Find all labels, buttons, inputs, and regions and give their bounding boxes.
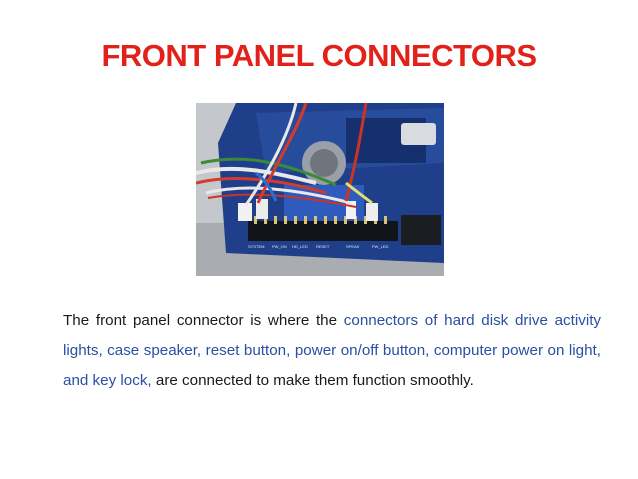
motherboard-photo: SYSTEM PW_ON HD_LED RESET SPEAK PW_LED <box>196 103 444 276</box>
slide-body-text: The front panel connector is where the c… <box>63 306 601 396</box>
body-text-part1: The front panel connector is where the <box>63 312 344 329</box>
body-text-part2: are connected to make them function smoo… <box>151 372 474 389</box>
motherboard-illustration: SYSTEM PW_ON HD_LED RESET SPEAK PW_LED <box>196 103 444 276</box>
pin-label: HD_LED <box>292 244 308 249</box>
pin-label: PW_ON <box>272 244 287 249</box>
pin-label: SPEAK <box>346 244 360 249</box>
pin-label: SYSTEM <box>248 244 264 249</box>
slide-title: FRONT PANEL CONNECTORS <box>101 38 537 73</box>
body-text-highlight: connectors of hard disk drive activity l… <box>63 312 602 389</box>
pin-label: RESET <box>316 244 330 249</box>
pin-label: PW_LED <box>372 244 389 249</box>
